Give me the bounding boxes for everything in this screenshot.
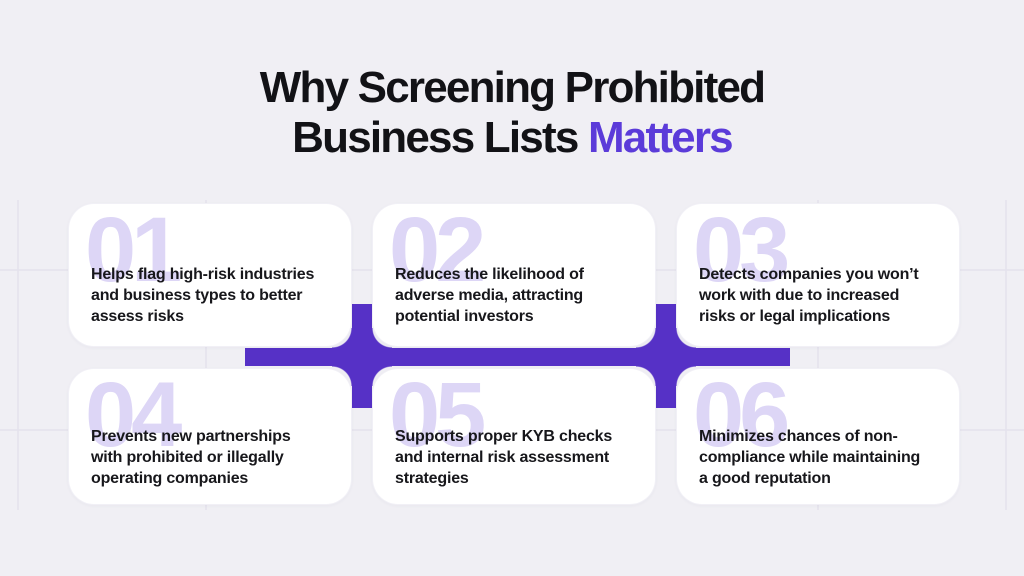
card-06: 06 Minimizes chances of non- compliance … bbox=[676, 368, 960, 505]
card-number: 03 bbox=[693, 203, 790, 301]
card-text: Detects companies you won’t work with du… bbox=[699, 266, 919, 325]
title-line2-black: Business Lists bbox=[292, 113, 579, 163]
title-accent-word: Matters bbox=[587, 113, 734, 163]
title-line1: Why Screening Prohibited bbox=[259, 63, 766, 112]
card-number: 04 bbox=[85, 368, 182, 466]
card-number: 05 bbox=[389, 368, 486, 466]
background-grid-line bbox=[205, 200, 207, 510]
card-02: 02 Reduces the likelihood of adverse med… bbox=[372, 203, 656, 347]
connector-vertical-bar-left bbox=[352, 304, 372, 408]
background-grid-line bbox=[1005, 200, 1007, 510]
card-05: 05 Supports proper KYB checks and intern… bbox=[372, 368, 656, 505]
connector-horizontal-bar bbox=[245, 348, 790, 366]
card-text: Reduces the likelihood of adverse media,… bbox=[395, 266, 584, 325]
card-number: 02 bbox=[389, 203, 486, 301]
connector-vertical-bar-right bbox=[656, 304, 676, 408]
card-text: Helps flag high-risk industries and busi… bbox=[91, 266, 315, 325]
background-grid-line bbox=[817, 200, 819, 510]
card-text: Prevents new partnerships with prohibite… bbox=[91, 428, 291, 487]
card-text: Minimizes chances of non- compliance whi… bbox=[699, 428, 921, 487]
card-number: 06 bbox=[693, 368, 790, 466]
card-01: 01 Helps flag high-risk industries and b… bbox=[68, 203, 352, 347]
card-text: Supports proper KYB checks and internal … bbox=[395, 428, 613, 487]
background-grid-line bbox=[17, 200, 19, 510]
card-03: 03 Detects companies you won’t work with… bbox=[676, 203, 960, 347]
card-number: 01 bbox=[85, 203, 182, 301]
card-04: 04 Prevents new partnerships with prohib… bbox=[68, 368, 352, 505]
